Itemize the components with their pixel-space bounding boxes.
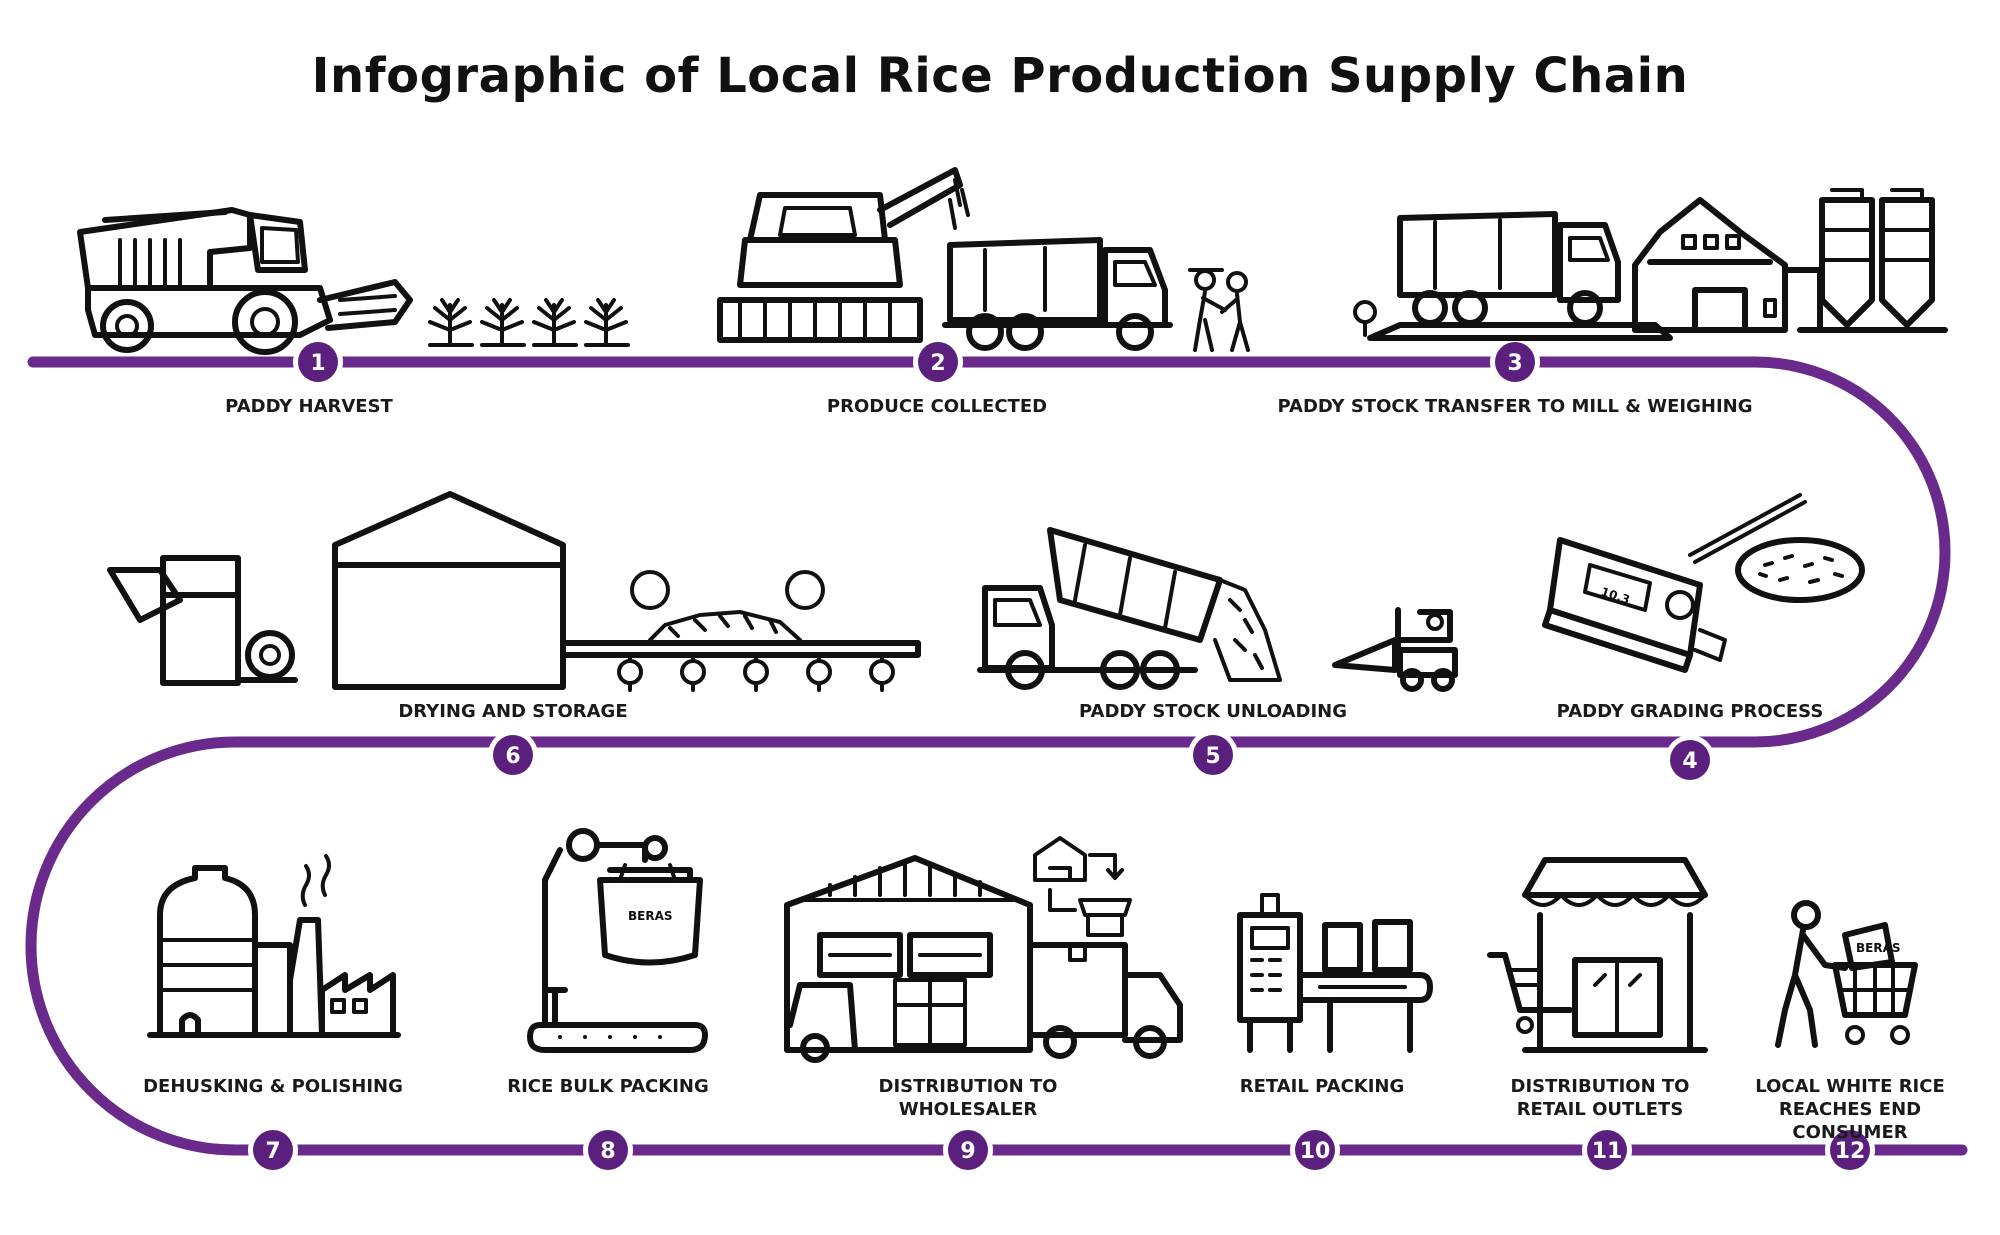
step-marker-8: 8 [583,1125,633,1175]
rice-sample-dish-icon [1735,537,1865,603]
farmers-handshake-icon [1188,268,1250,352]
step-label-7: DEHUSKING & POLISHING [143,1076,403,1097]
scale-display-text: 10.3 [1599,585,1631,607]
rice-plants-icon [428,298,630,347]
supply-chain-path [25,356,1968,1156]
retail-store-icon [1522,857,1708,1053]
step-marker-circle [493,735,533,775]
step-marker-number: 12 [1835,1139,1866,1164]
forklift-icon [1332,607,1458,692]
step-marker-circle [948,1130,988,1170]
robotic-arm-packing-icon: BERAS [527,828,708,1053]
tipper-truck-icon [977,527,1282,690]
storage-silo-icon [332,491,566,690]
step-marker-number: 11 [1592,1139,1623,1164]
step-marker-2: 2 [913,337,963,387]
truck-weighbridge-icon [1353,211,1673,341]
conveyor-roller [680,659,706,685]
step-marker-number: 6 [505,744,520,769]
step-label-10: RETAIL PACKING [1239,1076,1405,1097]
step-marker-9: 9 [943,1125,993,1175]
step-marker-number: 1 [310,351,325,376]
step-marker-4: 4 [1665,735,1715,785]
step-marker-10: 10 [1290,1125,1340,1175]
retail-packing-machine-icon [1237,893,1433,1053]
infographic-title: Infographic of Local Rice Production Sup… [311,48,1689,104]
step-marker-number: 2 [930,351,945,376]
conveyor-roller [617,659,643,685]
step-label-5: PADDY STOCK UNLOADING [1078,701,1348,722]
step-marker-number: 10 [1300,1139,1331,1164]
step-label-1: PADDY HARVEST [225,396,393,417]
harvester-unloading-icon [717,167,970,343]
combine-harvester-icon [77,207,413,355]
grain-dryer-icon [107,555,298,686]
step-label-8: RICE BULK PACKING [507,1076,709,1097]
step-marker-number: 8 [600,1139,615,1164]
consumer-bag-text: BERAS [1856,941,1901,955]
step-label-9: DISTRIBUTION TO WHOLESALER [878,1076,1058,1120]
step-label-6: DRYING AND STORAGE [398,701,628,722]
consumer-with-cart-icon: BERAS [1775,900,1918,1048]
step-marker-3: 3 [1490,337,1540,387]
rice-mill-barn-icon [1632,188,1948,333]
step-marker-7: 7 [248,1125,298,1175]
step-marker-circle [588,1130,628,1170]
truck-loaded-icon [942,237,1173,351]
step-label-11: DISTRIBUTION TO RETAIL OUTLETS [1510,1076,1690,1120]
shopping-cart-icon [1487,952,1573,1034]
step-marker-circle [1587,1130,1627,1170]
step-marker-circle [918,342,958,382]
step-label-12: LOCAL WHITE RICE REACHES END CONSUMER [1755,1076,1945,1143]
step-marker-circle [1495,342,1535,382]
bulk-bag-text: BERAS [628,909,673,923]
step-marker-11: 11 [1582,1125,1632,1175]
step-marker-circle [1830,1130,1870,1170]
step-marker-5: 5 [1188,730,1238,780]
tweezers-icon [1688,493,1807,564]
delivery-truck-icon [1027,942,1183,1059]
step-marker-number: 5 [1205,744,1220,769]
conveyor-roller [806,659,832,685]
step-label-4: PADDY GRADING PROCESS [1556,701,1824,722]
step-marker-6: 6 [488,730,538,780]
step-marker-12: 12 [1825,1125,1875,1175]
step-marker-circle [298,342,338,382]
step-marker-circle [1193,735,1233,775]
step-marker-1: 1 [293,337,343,387]
rice-mill-factory-icon [147,854,401,1038]
step-label-3: PADDY STOCK TRANSFER TO MILL & WEIGHING [1277,396,1753,417]
step-marker-number: 3 [1507,351,1522,376]
step-marker-circle [1670,740,1710,780]
step-marker-number: 4 [1682,749,1697,774]
step-marker-circle [253,1130,293,1170]
warehouse-icon [784,855,1033,1063]
conveyor-roller [869,659,895,685]
step-marker-circle [1295,1130,1335,1170]
conveyor-roller [743,659,769,685]
step-label-2: PRODUCE COLLECTED [826,396,1048,417]
step-marker-number: 7 [265,1139,280,1164]
conveyor-belt-icon [560,570,921,692]
warehouse-to-store-icon [1033,836,1132,937]
step-marker-number: 9 [960,1139,975,1164]
